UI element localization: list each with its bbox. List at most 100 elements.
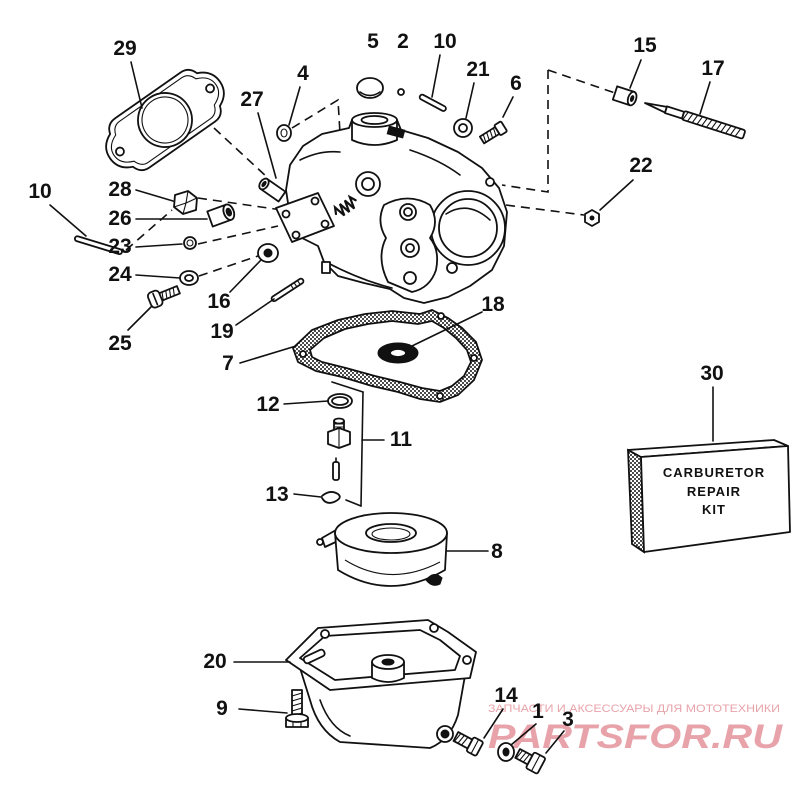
gasket-hole (299, 350, 307, 358)
flange-hole (320, 219, 330, 229)
bushing-bore (225, 207, 233, 217)
float-center-hole (371, 527, 411, 541)
dashed-line-needle-body (501, 70, 549, 193)
leader-1 (510, 723, 537, 746)
screw-threads (515, 750, 531, 763)
leader-7 (239, 345, 297, 364)
leader-10-top (431, 54, 441, 98)
body-boss-circle (446, 262, 458, 274)
leader-lines (49, 54, 714, 754)
watermark: ЗАПЧАСТИ И АКСЕССУАРЫ ДЛЯ МОТОТЕХНИКИ PA… (488, 703, 784, 756)
callout-5: 5 (367, 30, 379, 53)
callout-23: 23 (108, 235, 131, 258)
part-24-washer (179, 270, 199, 286)
flange-hole (281, 209, 291, 219)
part-4-oring (276, 124, 292, 142)
callout-1: 1 (532, 700, 544, 723)
body-mounting-flange (275, 192, 335, 243)
part-27-tube (258, 177, 287, 203)
part-14-screw (452, 731, 484, 757)
screw-threads (161, 287, 175, 301)
callout-18: 18 (481, 293, 505, 316)
leader-9 (238, 708, 288, 714)
bracket-top (331, 381, 364, 393)
pin-body (270, 277, 305, 303)
dashed-line-ring (197, 225, 279, 245)
flange-hole (291, 230, 301, 240)
part-12-oring (327, 393, 353, 409)
body-boss-hole (405, 243, 415, 253)
gasket-hole (436, 392, 444, 400)
part-21-washer (453, 118, 473, 138)
gasket-bore (137, 92, 193, 148)
dashed-line-left-nut (197, 197, 283, 211)
callout-13: 13 (265, 483, 288, 506)
callout-21: 21 (466, 58, 490, 81)
part-25-screw (146, 285, 181, 309)
body-boss-circle (403, 271, 417, 285)
flange-hole (310, 196, 320, 206)
body-boss-hole (360, 115, 389, 125)
callout-26: 26 (108, 207, 131, 230)
screw-threads (482, 127, 497, 143)
callout-16: 16 (207, 290, 230, 313)
needle-valve (332, 461, 340, 481)
body-bottom-ledge (325, 261, 393, 289)
callout-labels: 29 5 2 10 4 21 6 15 17 27 22 10 28 26 23… (28, 30, 724, 731)
part-23-ring (183, 236, 197, 250)
callout-9: 9 (216, 697, 228, 720)
needle-shaft (663, 105, 686, 120)
callout-22: 22 (629, 154, 652, 177)
pin-body (418, 93, 447, 112)
callout-17: 17 (701, 57, 724, 80)
float-center-ring (365, 523, 417, 543)
screw-threads (291, 692, 303, 717)
screw-head (493, 120, 508, 136)
callout-30: 30 (700, 362, 723, 385)
ring-outer (183, 236, 197, 250)
float-notch (425, 574, 443, 586)
part-20-float-bowl (285, 619, 477, 749)
body-screw-boss (386, 125, 406, 139)
leader-10-left (49, 204, 87, 237)
callout-3: 3 (562, 708, 574, 731)
nut-hex (173, 190, 198, 215)
callout-27: 27 (240, 88, 263, 111)
body-boss-hole (403, 207, 413, 217)
leader-6 (502, 96, 514, 118)
body-edge-line (409, 149, 461, 176)
box-label-line3: KIT (702, 502, 726, 517)
callout-15: 15 (633, 34, 657, 57)
callout-29: 29 (113, 37, 136, 60)
nut-facets (173, 190, 198, 215)
part-18-washer (377, 342, 419, 364)
leader-27 (257, 112, 277, 179)
part-8-float (316, 512, 448, 587)
callout-10-top: 10 (433, 30, 456, 53)
part-10-pin-left (73, 235, 123, 255)
callout-11: 11 (390, 428, 413, 451)
leader-24 (135, 274, 181, 279)
part-1-washer (497, 742, 515, 762)
watermark-tagline: ЗАПЧАСТИ И АКСЕССУАРЫ ДЛЯ МОТОТЕХНИКИ (488, 703, 780, 715)
oring-inner (280, 128, 288, 138)
leader-29 (130, 61, 143, 109)
dashed-line-washer (198, 255, 259, 277)
callout-12: 12 (256, 393, 279, 416)
float-shading (344, 559, 441, 576)
dashed-line-gasket (213, 127, 269, 179)
leader-22 (599, 179, 634, 211)
leader-16 (229, 259, 262, 293)
nut-hole (629, 95, 635, 102)
screw-threads (453, 733, 469, 746)
callout-2: 2 (397, 30, 409, 53)
part-2-ball (397, 88, 405, 96)
dashed-line-pin (125, 209, 173, 251)
part-26-bushing (206, 203, 236, 228)
screw-head-facet (470, 739, 480, 754)
leader-3 (545, 730, 565, 754)
body-intake-hole (361, 177, 375, 191)
oring-outer (276, 124, 292, 142)
screw-head-facet (531, 754, 541, 772)
needle-tip (644, 102, 668, 114)
